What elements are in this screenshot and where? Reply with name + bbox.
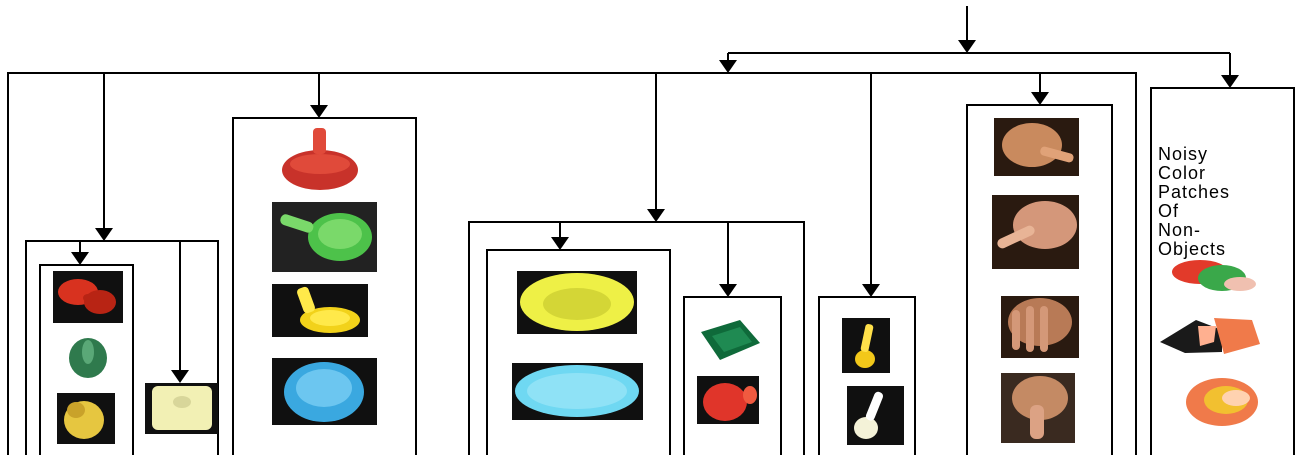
thumb-hand-4	[1001, 373, 1075, 443]
thumb-green-cloth	[697, 317, 763, 362]
group-5-box	[966, 104, 1113, 455]
group-4-box	[818, 296, 916, 455]
connector-lines	[71, 6, 1239, 383]
thumb-shape-2	[313, 128, 326, 154]
thumb-white-spoon	[847, 386, 904, 445]
thumb-shape-3	[310, 310, 350, 326]
thumb-hand-3	[1001, 296, 1079, 358]
label-line-5: Non-	[1158, 220, 1201, 240]
split-right-arrowhead	[1221, 75, 1239, 88]
thumb-yellow-spoon	[842, 318, 890, 373]
arrow-group-2	[310, 105, 328, 118]
thumb-shape-3	[290, 154, 350, 174]
thumb-shape-2	[296, 369, 352, 407]
thumb-shape-2	[1214, 318, 1260, 354]
thumb-yellow-pepper	[57, 393, 115, 444]
group-1-sub-box	[39, 264, 134, 455]
arrow-group-1-item	[171, 370, 189, 383]
thumb-shape	[855, 350, 875, 368]
thumb-shape-2	[1012, 310, 1020, 350]
arrow-group-1-sub	[71, 252, 89, 265]
label-line-4: Of	[1158, 201, 1179, 221]
thumb-shape-3	[318, 219, 362, 249]
thumb-shape-2	[712, 327, 752, 352]
group-6-box	[1150, 87, 1295, 455]
thumb-shape-2	[280, 214, 314, 233]
thumb-shape	[854, 417, 878, 439]
thumb-shape	[1012, 376, 1068, 420]
group-3-sub-2-box	[683, 296, 782, 455]
thumb-shape-2	[173, 396, 191, 408]
thumb-shape	[703, 383, 747, 421]
group-1-box	[25, 240, 219, 455]
thumb-shape	[1013, 201, 1077, 249]
thumb-shape-2	[865, 391, 884, 421]
thumb-shape-2	[743, 386, 757, 404]
thumb-blue-plate	[512, 363, 643, 420]
thumb-tomato-slices	[53, 271, 123, 323]
outer-branch-box	[7, 72, 1137, 455]
thumb-shape-2	[67, 402, 85, 418]
non-object-label: Noisy Color Patches Of Non- Objects	[1158, 144, 1230, 259]
thumb-blue-bowl	[272, 358, 377, 425]
label-line-3: Patches	[1158, 182, 1230, 202]
thumbnails	[53, 118, 1260, 445]
thumb-pale-yellow-object	[145, 383, 218, 434]
arrow-group-3-sub-1	[551, 237, 569, 250]
label-line-1: Noisy	[1158, 144, 1208, 164]
thumb-shape-3	[1026, 306, 1034, 352]
arrow-group-4	[862, 284, 880, 297]
thumb-shape-2	[527, 373, 627, 409]
thumb-hand-2	[992, 195, 1079, 269]
label-line-2: Color	[1158, 163, 1206, 183]
thumb-yellow-pan	[272, 284, 368, 337]
thumb-yellow-plate	[517, 271, 637, 334]
arrow-group-5	[1031, 92, 1049, 105]
thumb-green-pepper	[61, 333, 116, 384]
arrow-group-3-sub-2	[719, 284, 737, 297]
root-arrowhead	[958, 40, 976, 53]
thumb-shape-2	[84, 290, 116, 314]
thumb-noise-patch-1	[1172, 260, 1256, 291]
group-3-box	[468, 221, 805, 455]
thumb-shape-2	[82, 340, 94, 364]
thumb-shape-2	[1030, 405, 1044, 439]
arrow-group-3	[647, 209, 665, 222]
thumb-shape-2	[1040, 146, 1074, 163]
thumb-shape-2	[860, 324, 874, 352]
thumb-noise-patch-3	[1186, 378, 1258, 426]
thumb-shape-2	[297, 286, 315, 314]
group-2-box	[232, 117, 417, 455]
thumb-shape	[1002, 123, 1062, 167]
thumb-shape-3	[83, 294, 93, 302]
thumb-shape-3	[1222, 390, 1250, 406]
thumb-shape-2	[543, 288, 611, 320]
thumb-shape-3	[1198, 326, 1216, 346]
split-left-arrowhead	[719, 60, 737, 73]
label-line-6: Objects	[1158, 239, 1226, 259]
thumb-hand-1	[994, 118, 1079, 176]
thumb-shape-4	[1040, 306, 1048, 352]
thumb-shape-3	[1224, 277, 1256, 291]
group-boxes	[7, 72, 1295, 455]
thumb-noise-patch-2	[1160, 318, 1260, 354]
thumb-shape-2	[997, 225, 1035, 249]
thumb-green-pan	[272, 202, 377, 272]
group-3-sub-1-box	[486, 249, 671, 455]
thumb-red-pan	[272, 125, 372, 195]
thumb-red-cup	[697, 376, 759, 424]
arrow-group-1	[95, 228, 113, 241]
